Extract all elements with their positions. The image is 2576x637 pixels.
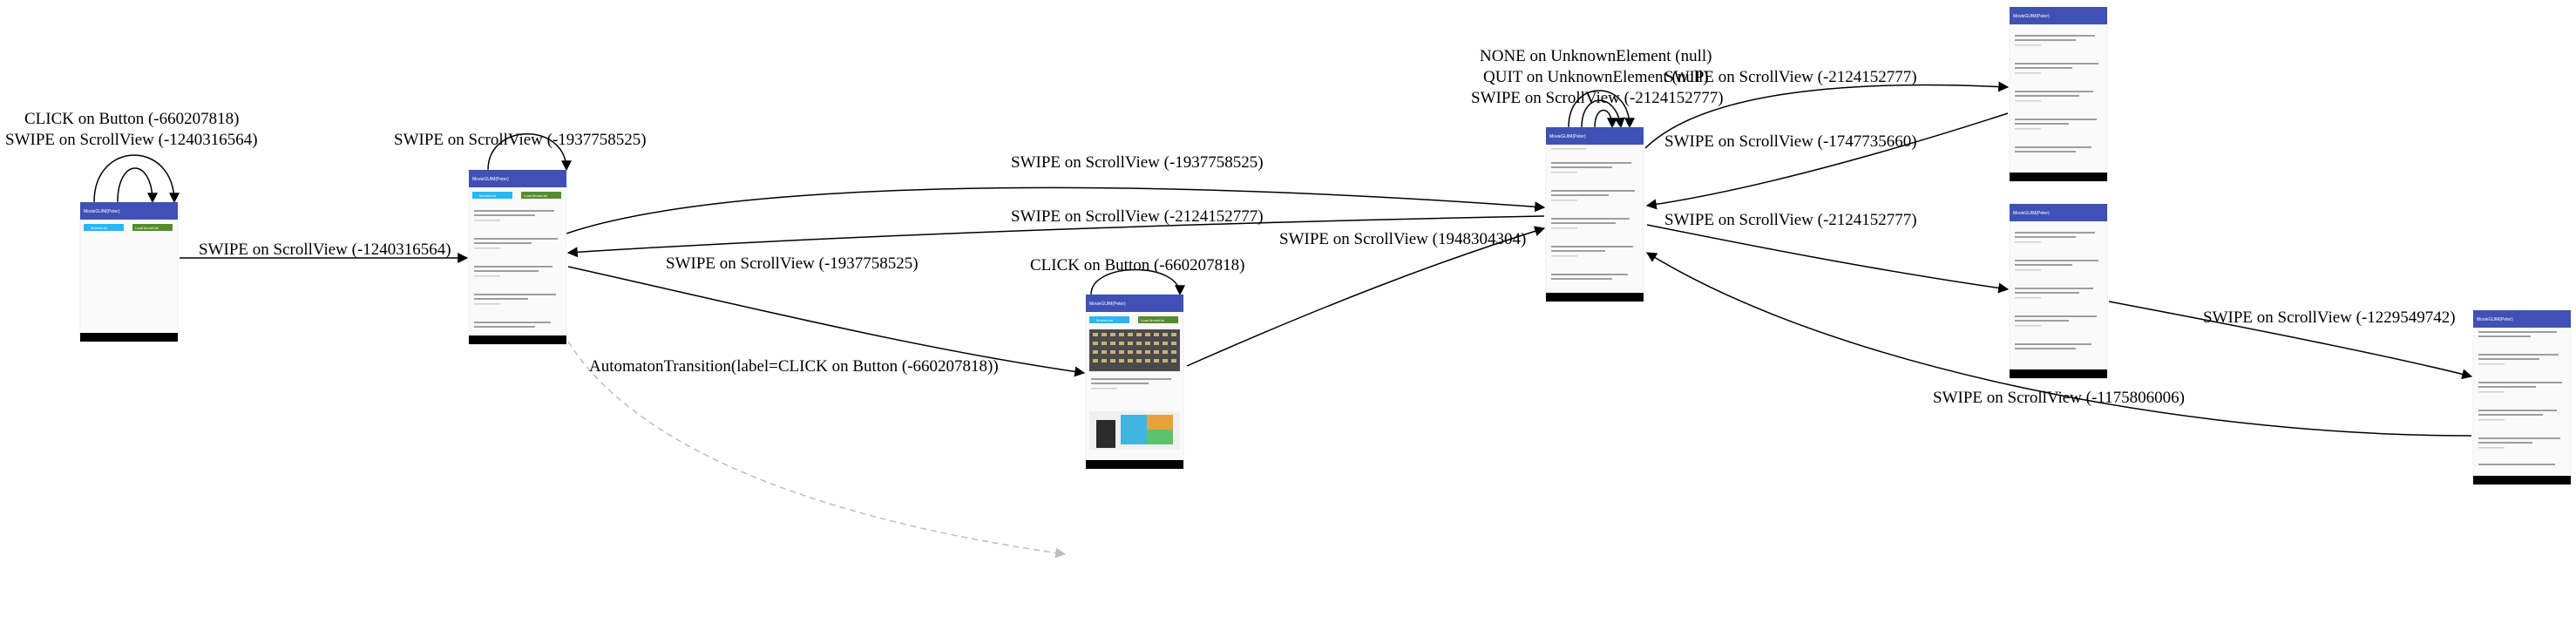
state-s6-screen[interactable]: MovieGUIM(Peter) <box>2472 309 2572 485</box>
label-s0-self-click: CLICK on Button (-660207818) <box>24 110 239 128</box>
s0-button-left[interactable]: MoviesList <box>91 226 108 230</box>
label-s3-self-swipe: SWIPE on ScrollView (-2124152777) <box>1471 89 1724 107</box>
label-s5-to-s6: SWIPE on ScrollView (-1229549742) <box>2203 308 2456 327</box>
label-s3-to-s5: SWIPE on ScrollView (-2124152777) <box>1664 211 1917 229</box>
s5-app-title: MovieGUIM(Peter) <box>2013 211 2050 216</box>
edge-s1-to-s3 <box>566 186 1546 234</box>
s2-computer-image <box>1089 411 1180 450</box>
label-s2-self-click: CLICK on Button (-660207818) <box>1030 256 1244 274</box>
state-s2-screen[interactable]: MovieGUIM(Peter) MoviesList Load MovieLi… <box>1085 294 1184 470</box>
label-s3-to-s1: SWIPE on ScrollView (-2124152777) <box>1011 207 1264 226</box>
s1-app-title: MovieGUIM(Peter) <box>472 177 509 182</box>
state-s4-screen[interactable]: MovieGUIM(Peter) <box>2009 6 2108 182</box>
label-s3-self-none: NONE on UnknownElement (null) <box>1480 47 1712 65</box>
s0-button-right[interactable]: Load MovieList <box>135 226 159 230</box>
label-s4-to-s3: SWIPE on ScrollView (-1747735660) <box>1664 132 1917 151</box>
edge-s5-to-s6 <box>2108 301 2473 380</box>
edge-s3-to-s4 <box>1644 81 2010 149</box>
edge-s0-self-click <box>93 154 180 204</box>
edge-s3-to-s5 <box>1646 224 2010 294</box>
label-s2-to-s3: SWIPE on ScrollView (1948304304) <box>1279 230 1526 248</box>
edge-s2-to-s3 <box>1186 226 1546 367</box>
edge-s0-self-swipe <box>117 167 158 204</box>
label-s0-self-swipe: SWIPE on ScrollView (-1240316564) <box>5 131 258 149</box>
label-s1-to-s3: SWIPE on ScrollView (-1937758525) <box>1011 153 1264 172</box>
s3-app-title: MovieGUIM(Peter) <box>1549 134 1586 139</box>
s2-app-title: MovieGUIM(Peter) <box>1089 302 1126 307</box>
state-s0-screen[interactable]: MovieGUIM(Peter) MoviesList Load MovieLi… <box>79 201 179 342</box>
s2-button-right[interactable]: Load MovieList <box>1141 318 1165 322</box>
s2-building-image <box>1089 329 1180 371</box>
edge-s3-self-quit <box>1581 99 1625 129</box>
label-s1-self-swipe: SWIPE on ScrollView (-1937758525) <box>394 131 647 149</box>
label-s3-self-quit: QUIT on UnknownElement (null) <box>1483 68 1709 86</box>
s0-app-title: MovieGUIM(Peter) <box>84 209 120 214</box>
s1-button-right[interactable]: Load MovieList <box>524 193 548 198</box>
s6-app-title: MovieGUIM(Peter) <box>2477 317 2513 322</box>
label-s3-to-s4: SWIPE on ScrollView (-2124152777) <box>1664 68 1917 86</box>
s2-button-left[interactable]: MoviesList <box>1096 318 1114 322</box>
edge-s1-dashed <box>567 341 1067 559</box>
edge-s3-self-swipe <box>1594 109 1617 129</box>
label-s1-to-s2: SWIPE on ScrollView (-1937758525) <box>666 254 919 273</box>
s1-button-left[interactable]: MoviesList <box>479 193 497 198</box>
edge-s3-self-none <box>1568 90 1635 129</box>
edge-s4-to-s3 <box>1645 112 2009 210</box>
edge-s1-self-swipe <box>487 133 572 172</box>
edge-s2-self-click <box>1090 268 1185 296</box>
state-s5-screen[interactable]: MovieGUIM(Peter) <box>2009 203 2108 379</box>
s4-app-title: MovieGUIM(Peter) <box>2013 14 2050 19</box>
label-s0-to-s1: SWIPE on ScrollView (-1240316564) <box>199 241 451 259</box>
edge-s3-to-s1 <box>566 215 1545 258</box>
label-s1-dashed: AutomatonTransition(label=CLICK on Butto… <box>589 357 999 376</box>
label-s6-to-s3: SWIPE on ScrollView (-1175806006) <box>1933 389 2185 407</box>
state-s1-screen[interactable]: MovieGUIM(Peter) MoviesList Load MovieLi… <box>468 169 567 345</box>
edge-s6-to-s3 <box>1645 252 2472 437</box>
state-s3-screen[interactable]: MovieGUIM(Peter) <box>1545 126 1644 302</box>
edge-s1-to-s2 <box>567 266 1086 377</box>
